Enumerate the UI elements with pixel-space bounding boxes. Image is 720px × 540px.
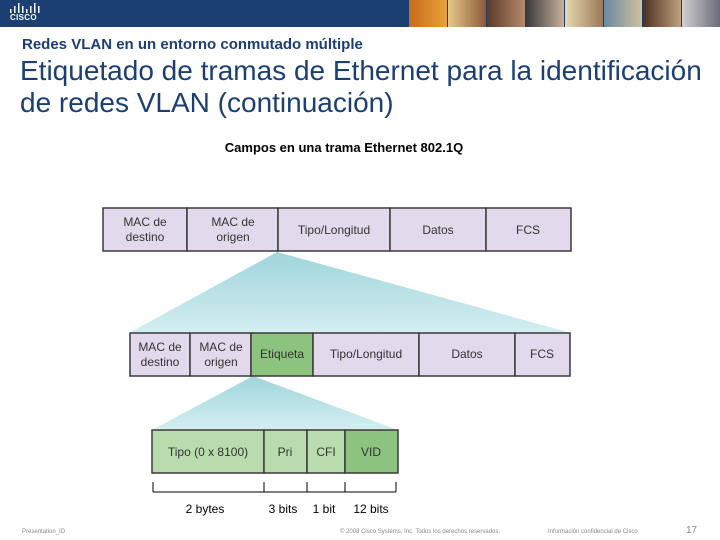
- bit-size-label: 12 bits: [353, 502, 388, 516]
- frame-field: [277, 207, 391, 252]
- header-photo: [486, 0, 525, 27]
- field-label: Etiqueta: [260, 347, 304, 361]
- field-label: origen: [216, 230, 249, 244]
- frame-standard: MAC de destino MAC de origen Tipo/Longit…: [102, 207, 572, 252]
- cisco-logo-icon: [10, 3, 40, 13]
- header-photo: [408, 0, 447, 27]
- footer-confidential: Información confidencial de Cisco: [548, 529, 638, 535]
- field-label: origen: [204, 355, 237, 369]
- tag-field: [306, 429, 346, 474]
- frame-field: [485, 207, 572, 252]
- tag-field: [151, 429, 265, 474]
- header-photo: [447, 0, 486, 27]
- expansion-cone-lower: [152, 376, 398, 430]
- frame-field: [514, 332, 571, 377]
- field-label: FCS: [516, 223, 540, 237]
- field-label: MAC de: [211, 215, 255, 229]
- field-label: MAC de: [199, 340, 243, 354]
- field-label: FCS: [530, 347, 554, 361]
- tag-fields: Tipo (0 x 8100) Pri CFI VID: [151, 429, 399, 474]
- diagram-title: Campos en una trama Ethernet 802.1Q: [225, 140, 463, 155]
- frame-field: [418, 332, 516, 377]
- slide-subtitle: Redes VLAN en un entorno conmutado múlti…: [22, 36, 363, 53]
- frame-field: [186, 207, 279, 252]
- size-bracket: [152, 482, 397, 493]
- frame-field: [102, 207, 188, 252]
- field-label: MAC de: [123, 215, 167, 229]
- header-bar: CISCO: [0, 0, 720, 27]
- field-label: Pri: [278, 445, 293, 459]
- tag-field-vid: [344, 429, 399, 474]
- field-label: CFI: [316, 445, 335, 459]
- field-label: destino: [126, 230, 165, 244]
- header-photo: [642, 0, 681, 27]
- field-label: destino: [141, 355, 180, 369]
- field-label: Tipo (0 x 8100): [168, 445, 248, 459]
- frame-tagged: MAC de destino MAC de origen Etiqueta Ti…: [129, 332, 571, 377]
- frame-field: [389, 207, 487, 252]
- tag-field: [263, 429, 308, 474]
- header-photo: [564, 0, 603, 27]
- header-photo: [603, 0, 642, 27]
- page-number: 17: [686, 525, 698, 536]
- logo-text: CISCO: [10, 13, 37, 22]
- footer-copyright: © 2008 Cisco Systems, Inc. Todos los der…: [340, 529, 501, 535]
- frame-field: [189, 332, 252, 377]
- field-label: VID: [361, 445, 381, 459]
- field-label: MAC de: [138, 340, 182, 354]
- bit-size-label: 1 bit: [313, 502, 336, 516]
- frame-field: [312, 332, 420, 377]
- expansion-cone-upper: [129, 252, 571, 333]
- frame-field: [129, 332, 191, 377]
- bit-size-label: 2 bytes: [186, 502, 225, 516]
- slide-title: Etiquetado de tramas de Ethernet para la…: [20, 55, 702, 118]
- frame-field-tag: [250, 332, 314, 377]
- field-label: Tipo/Longitud: [330, 347, 402, 361]
- header-photo: [525, 0, 564, 27]
- field-label: Datos: [451, 347, 482, 361]
- field-label: Datos: [422, 223, 453, 237]
- header-photo: [681, 0, 720, 27]
- bit-size-label: 3 bits: [269, 502, 298, 516]
- header-photo-strip: [408, 0, 720, 27]
- footer-left: Presentation_ID: [22, 529, 66, 535]
- field-label: Tipo/Longitud: [298, 223, 370, 237]
